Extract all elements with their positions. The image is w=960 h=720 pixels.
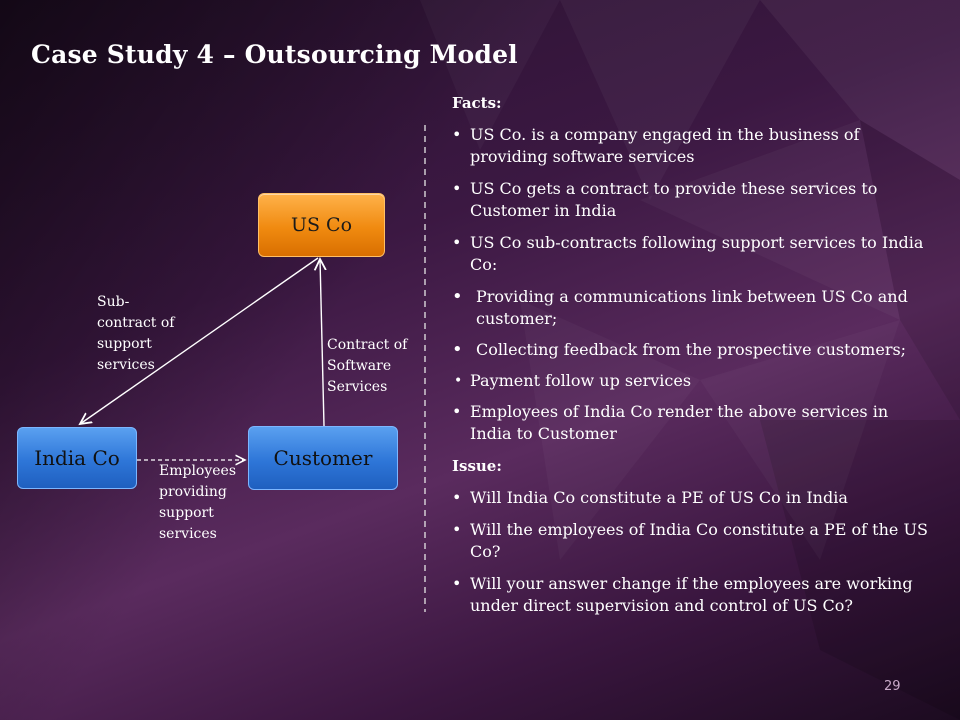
india-co-box: India Co — [17, 427, 137, 489]
fact-item: US Co. is a company engaged in the busin… — [452, 124, 932, 168]
fact-item: US Co sub-contracts following support se… — [452, 232, 932, 276]
arrow-usco-to-indiaco — [80, 257, 319, 424]
fact-item: Employees of India Co render the above s… — [452, 401, 932, 445]
fact-subitem: Providing a communications link between … — [406, 286, 932, 330]
contract-label: Contract of Software Services — [327, 337, 408, 395]
page-number: 29 — [884, 679, 901, 694]
fact-item: US Co gets a contract to provide these s… — [452, 178, 932, 222]
subcontract-label: Sub- contract of support services — [97, 294, 175, 373]
facts-panel: Facts: US Co. is a company engaged in th… — [452, 92, 932, 627]
fact-subitem: Collecting feedback from the prospective… — [406, 339, 932, 361]
issue-item: Will your answer change if the employees… — [452, 573, 932, 617]
slide-title: Case Study 4 – Outsourcing Model — [31, 40, 518, 69]
issue-item: Will India Co constitute a PE of US Co i… — [452, 487, 932, 509]
fact-subitem: Payment follow up services — [406, 370, 932, 392]
employees-label: Employees providing support services — [159, 463, 237, 542]
issue-item: Will the employees of India Co constitut… — [452, 519, 932, 563]
customer-box: Customer — [248, 426, 398, 490]
us-co-box: US Co — [258, 193, 385, 257]
issue-heading: Issue: — [452, 457, 502, 475]
facts-heading: Facts: — [452, 94, 502, 112]
arrow-customer-to-usco — [320, 259, 324, 427]
